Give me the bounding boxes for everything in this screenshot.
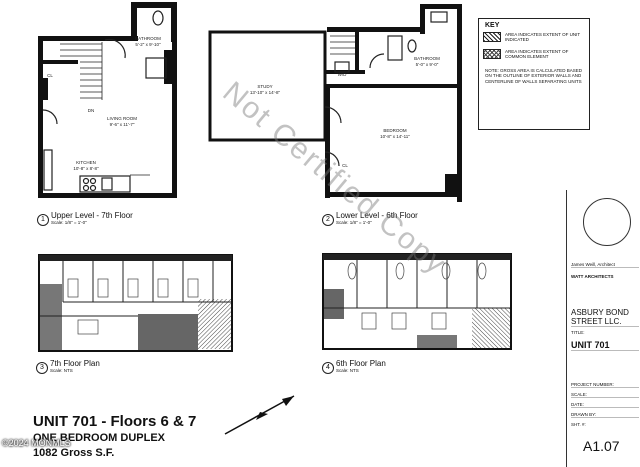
seventh-floor-scale: Scale: NTS [50, 368, 73, 373]
key-item-common-text: AREA INDICATES EXTENT OF COMMON ELEMENT [505, 48, 569, 60]
lower-closet-label: CL [342, 163, 348, 168]
lower-bathroom-dimension: 5'-0" x 9'-0" [416, 62, 439, 67]
lower-level-scale: Scale: 1/8" = 1'-0" [336, 220, 372, 225]
kitchen-dimension: 10'-8" x 8'-8" [73, 166, 99, 171]
date-label: DATE: [571, 402, 639, 408]
upper-level-scale: Scale: 1/8" = 1'-0" [51, 220, 87, 225]
key-item-common: AREA INDICATES EXTENT OF COMMON ELEMENT [483, 48, 585, 60]
title-label: TITLE: [571, 330, 585, 335]
kitchen-label: KITCHEN [76, 160, 96, 165]
study-label: STUDY [257, 84, 272, 89]
drawing-number-4: 4 [322, 362, 334, 374]
upper-level-caption: Upper Level - 7th Floor Scale: 1/8" = 1'… [51, 211, 133, 225]
scale-label: SCALE: [571, 392, 639, 398]
project-logo-circle [583, 198, 631, 246]
gross-area: 1082 Gross S.F. [33, 447, 115, 459]
key-title: KEY [485, 22, 500, 29]
drawing-number-1: 1 [37, 214, 49, 226]
diagonal-hatch-swatch [483, 31, 501, 42]
firm-name: WATT ARCHITECTS [571, 274, 614, 279]
living-room-label: LIVING ROOM [107, 116, 137, 121]
key-item-unit-text: AREA INDICATES EXTENT OF UNIT INDICATED [505, 31, 581, 43]
drawing-number-3: 3 [36, 362, 48, 374]
washer-dryer-label: W/D [338, 72, 347, 77]
key-note: NOTE: GROSS AREA IS CALCULATED BASED ON … [485, 67, 582, 84]
closet-label: CL [47, 73, 53, 78]
crosshatch-swatch [483, 48, 501, 59]
upper-level-plan: BATHROOM 5'-2" x 9'-10" CL DN LIVING ROO… [38, 2, 177, 198]
sheet-unit: UNIT 701 [571, 340, 639, 351]
copyright-text: ©2024 MONMLS [2, 438, 71, 448]
drawn-by-label: DRAWN BY: [571, 412, 639, 418]
bathroom-dimension: 5'-2" x 9'-10" [135, 42, 161, 47]
lower-bathroom-label: BATHROOM [414, 56, 440, 61]
seventh-floor-caption: 7th Floor Plan Scale: NTS [50, 359, 100, 373]
sheet-number-label: SHT. #: [571, 422, 586, 427]
sixth-floor-title: 6th Floor Plan [336, 359, 386, 368]
lower-level-caption: Lower Level - 6th Floor Scale: 1/8" = 1'… [336, 211, 418, 225]
architect-name: James Weill, Architect [571, 262, 639, 268]
project-number-label: PROJECT NUMBER: [571, 382, 639, 388]
lower-level-plan: STUDY 13'-10" x 14'-8" W/D BATHROOM 5'-0… [208, 4, 462, 202]
unit-type: ONE BEDROOM DUPLEX [33, 432, 166, 444]
project-name: ASBURY BOND STREET LLC. [571, 308, 639, 327]
sheet-number: A1.07 [583, 438, 620, 454]
upper-level-title: Upper Level - 7th Floor [51, 211, 133, 220]
bedroom-dimension: 10'-8" x 14'-11" [380, 134, 410, 139]
drawing-number-2: 2 [322, 214, 334, 226]
seventh-floor-plan [38, 254, 233, 352]
sixth-floor-scale: Scale: NTS [336, 368, 359, 373]
unit-title: UNIT 701 - Floors 6 & 7 [33, 413, 197, 430]
sixth-floor-caption: 6th Floor Plan Scale: NTS [336, 359, 386, 373]
north-arrow-icon [224, 395, 295, 435]
key-legend: KEY AREA INDICATES EXTENT OF UNIT INDICA… [478, 18, 590, 130]
lower-level-title: Lower Level - 6th Floor [336, 211, 418, 220]
seventh-floor-title: 7th Floor Plan [50, 359, 100, 368]
bathroom-label: BATHROOM [135, 36, 161, 41]
living-room-dimension: 9'-6" x 11'-7" [110, 122, 135, 127]
study-dimension: 13'-10" x 14'-8" [250, 90, 281, 95]
down-label: DN [88, 108, 95, 113]
title-block: James Weill, Architect WATT ARCHITECTS A… [566, 190, 640, 467]
key-item-unit: AREA INDICATES EXTENT OF UNIT INDICATED [483, 31, 585, 43]
bedroom-label: BEDROOM [383, 128, 407, 133]
sixth-floor-plan [322, 253, 512, 350]
